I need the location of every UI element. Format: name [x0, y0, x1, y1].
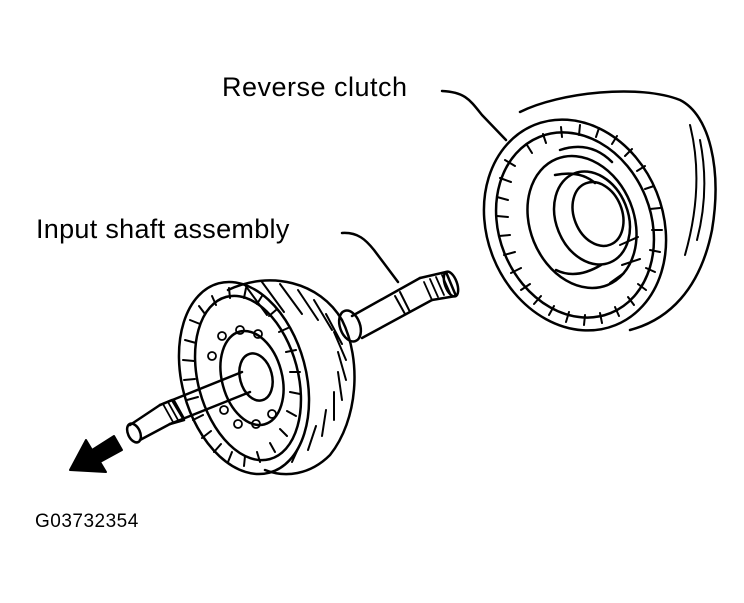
reverse-clutch-leader-line [440, 89, 508, 142]
arrow-down-left-icon [69, 435, 123, 473]
reverse-clutch-label: Reverse clutch [222, 72, 408, 102]
reverse-clutch-drum [482, 90, 717, 332]
input-shaft-assembly-label: Input shaft assembly [36, 214, 290, 244]
input-shaft-assembly [125, 270, 460, 476]
input-shaft-leader-line [340, 231, 400, 284]
figure-code: G03732354 [35, 511, 139, 532]
